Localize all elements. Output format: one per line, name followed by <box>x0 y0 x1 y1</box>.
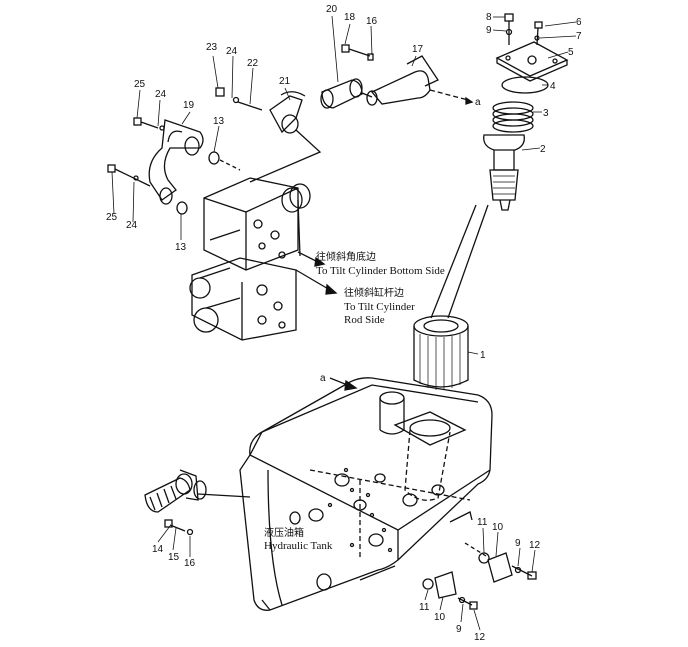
note-tilt-rod-en1: To Tilt Cylinder <box>344 301 415 313</box>
callout-19: 19 <box>183 100 195 111</box>
callout-20: 20 <box>326 4 338 15</box>
tank-inlet-arrow <box>329 377 358 391</box>
elbow-hose-bolts <box>107 117 165 187</box>
callout-21: 21 <box>279 76 291 87</box>
callout-24-top: 24 <box>226 46 238 57</box>
callout-a-top: a <box>475 97 481 108</box>
callout-22: 22 <box>247 58 259 69</box>
note-tank-en: Hydraulic Tank <box>264 540 333 552</box>
callout-14: 14 <box>152 544 164 555</box>
tank-filler-neck <box>379 391 405 435</box>
elbow-fitting <box>249 91 322 183</box>
callout-4: 4 <box>550 81 556 92</box>
leader-line <box>249 129 322 183</box>
callout-7: 7 <box>576 31 582 42</box>
filter-cover-bolts <box>504 13 543 46</box>
leader-line <box>447 204 489 319</box>
callout-11-bottom: 11 <box>419 602 430 613</box>
callout-13-bottom: 13 <box>175 242 187 253</box>
callout-leaders <box>111 15 577 631</box>
callout-2: 2 <box>540 144 546 155</box>
note-tank-zh: 液压油箱 <box>264 526 304 539</box>
cover-plate-bottom <box>422 571 478 610</box>
hidden-line <box>309 469 471 501</box>
callout-25-bottom: 25 <box>106 212 118 223</box>
valve-outlet-arrows <box>295 251 338 295</box>
callout-3: 3 <box>543 108 549 119</box>
callout-9-bottom: 9 <box>456 624 462 635</box>
callout-11-right: 11 <box>477 517 488 528</box>
filter-cover <box>495 41 569 82</box>
callout-16-top: 16 <box>366 16 378 27</box>
inlet-bolt <box>341 44 374 61</box>
callout-23: 23 <box>206 42 218 53</box>
callout-9-top: 9 <box>486 25 492 36</box>
callout-10-bottom: 10 <box>434 612 446 623</box>
callout-24-bottom: 24 <box>126 220 138 231</box>
inlet-pipe <box>366 55 474 106</box>
control-valve <box>189 177 311 341</box>
note-tilt-bottom-en: To Tilt Cylinder Bottom Side <box>316 265 445 277</box>
filter-spring <box>492 101 534 133</box>
callout-17: 17 <box>412 44 424 55</box>
elbow-bolt <box>215 87 263 111</box>
note-tilt-bottom-zh: 往倾斜角底边 <box>316 250 376 263</box>
callout-18: 18 <box>344 12 356 23</box>
callout-16-bottom: 16 <box>184 558 196 569</box>
callout-10-right: 10 <box>492 522 504 533</box>
suction-strainer <box>144 469 251 513</box>
callout-6: 6 <box>576 17 582 28</box>
filter-bypass-valve <box>483 134 525 211</box>
hydraulic-tank <box>239 377 493 611</box>
callout-15: 15 <box>168 552 180 563</box>
filter-element <box>413 204 489 390</box>
tank-ports <box>289 467 445 591</box>
callout-5: 5 <box>568 47 574 58</box>
callout-12-bottom: 12 <box>474 632 486 643</box>
cover-plate-right <box>464 542 537 583</box>
callout-12-right: 12 <box>529 540 541 551</box>
note-tilt-rod-zh: 往倾斜缸杆边 <box>344 286 404 299</box>
leader-line <box>197 493 251 498</box>
note-tilt-rod-en2: Rod Side <box>344 314 385 326</box>
callout-9-right: 9 <box>515 538 521 549</box>
callout-a-tank: a <box>320 373 326 384</box>
leader-line <box>430 204 477 319</box>
callout-25-top: 25 <box>134 79 146 90</box>
strainer-bolt <box>164 519 194 536</box>
elbow-hose <box>148 119 204 205</box>
filter-o-ring <box>501 76 549 94</box>
callout-24-mid: 24 <box>155 89 167 100</box>
callout-8: 8 <box>486 12 492 23</box>
tank-filter-port <box>393 411 467 501</box>
callout-13-top: 13 <box>213 116 225 127</box>
o-rings <box>176 151 241 215</box>
hose-clamp-fitting <box>320 78 373 109</box>
callout-1: 1 <box>480 350 486 361</box>
